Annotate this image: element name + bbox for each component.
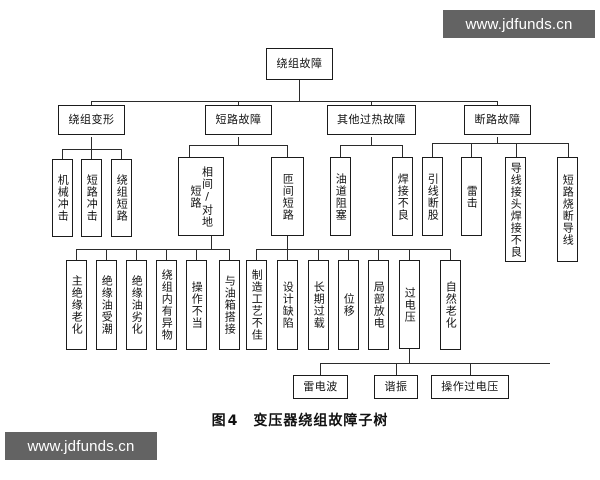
node-poor-joint-welding[interactable]: 导线接头焊接不良 (505, 157, 526, 262)
connector-gdy-drop-1 (320, 363, 321, 375)
connector-dlgz2-drop-3 (516, 143, 517, 157)
connector-xjdd-drop-1 (76, 249, 77, 260)
node-open-circuit-fault[interactable]: 断路故障 (464, 105, 531, 135)
node-switching-overvoltage[interactable]: 操作过电压 (431, 375, 509, 399)
node-insulating-oil-damp[interactable]: 绝缘油受潮 (96, 260, 117, 350)
node-design-defect[interactable]: 设计缺陷 (277, 260, 298, 350)
connector-zjdl-drop-1 (256, 249, 257, 260)
connector-zjdl-drop-4 (348, 249, 349, 260)
connector-rdbx-drop-3 (121, 149, 122, 159)
node-overvoltage[interactable]: 过电压 (399, 260, 420, 349)
connector-gdy-stem (409, 349, 410, 363)
connector-qtgr-drop-1 (340, 145, 341, 157)
connector-dlgz2-drop-4 (568, 143, 569, 157)
connector-root-stem (299, 80, 300, 101)
watermark-bottom: www.jdfunds.cn (5, 432, 157, 460)
connector-xjdd-drop-2 (106, 249, 107, 260)
connector-rdbx-drop-1 (62, 149, 63, 159)
connector-dlgz2-stem (497, 137, 498, 143)
node-poor-welding[interactable]: 焊接不良 (392, 157, 413, 236)
node-oil-duct-blockage[interactable]: 油道阻塞 (330, 157, 351, 236)
connector-dlgz2-bus (432, 143, 568, 144)
connector-xjdd-bus (76, 249, 229, 250)
connector-zjdl-drop-2 (287, 249, 288, 260)
figure-caption-number: 图4 (211, 413, 240, 429)
connector-gdy-drop-3 (470, 363, 471, 375)
connector-xjdd-drop-4 (166, 249, 167, 260)
connector-zjdl-drop-3 (318, 249, 319, 260)
connector-xjdd-drop-3 (136, 249, 137, 260)
connector-gdy-drop-2 (396, 363, 397, 375)
connector-xjdd-stem (211, 236, 212, 249)
node-resonance[interactable]: 谐振 (374, 375, 418, 399)
connector-dlgz2-drop-1 (432, 143, 433, 157)
node-winding-short-circuit[interactable]: 绕组短路 (111, 159, 132, 237)
connector-level2-bus (91, 101, 498, 102)
watermark-top: www.jdfunds.cn (443, 10, 595, 38)
node-phase-to-ground-short[interactable]: 相间/对地短路 (178, 157, 224, 236)
node-poor-manufacturing-process[interactable]: 制造工艺不佳 (246, 260, 267, 350)
figure-caption: 图4 变压器绕组故障子树 (0, 410, 600, 430)
node-lead-strand-break[interactable]: 引线断股 (422, 157, 443, 236)
node-short-circuit-fault[interactable]: 短路故障 (205, 105, 272, 135)
connector-gdy-bus (320, 363, 550, 364)
connector-xjdd-drop-6 (229, 249, 230, 260)
node-lightning-wave[interactable]: 雷电波 (293, 375, 348, 399)
connector-zjdl-drop-7 (450, 249, 451, 260)
connector-dlgz-bus (189, 145, 287, 146)
node-other-overheat-fault[interactable]: 其他过热故障 (327, 105, 416, 135)
node-root-winding-fault[interactable]: 绕组故障 (266, 48, 333, 80)
node-short-circuit-burnt-wire[interactable]: 短路烧断导线 (557, 157, 578, 262)
connector-qtgr-bus (340, 145, 402, 146)
connector-rdbx-drop-2 (91, 149, 92, 159)
connector-qtgr-drop-2 (402, 145, 403, 157)
connector-zjdl-drop-6 (409, 249, 410, 260)
connector-zjdl-bus (256, 249, 450, 250)
node-lightning-strike[interactable]: 雷击 (461, 157, 482, 236)
connector-dlgz-drop-2 (287, 145, 288, 157)
connector-zjdl-stem (287, 236, 288, 249)
connector-dlgz-stem (238, 137, 239, 145)
node-winding-deformation[interactable]: 绕组变形 (58, 105, 125, 135)
node-turn-to-turn-short[interactable]: 匝间短路 (271, 157, 304, 236)
node-natural-aging[interactable]: 自然老化 (440, 260, 461, 350)
node-improper-operation[interactable]: 操作不当 (186, 260, 207, 350)
node-long-term-overload[interactable]: 长期过载 (308, 260, 329, 350)
node-partial-discharge[interactable]: 局部放电 (368, 260, 389, 350)
node-displacement[interactable]: 位移 (338, 260, 359, 350)
node-insulating-oil-deterioration[interactable]: 绝缘油劣化 (126, 260, 147, 350)
connector-xjdd-drop-5 (196, 249, 197, 260)
node-main-insulation-aging[interactable]: 主绝缘老化 (66, 260, 87, 350)
connector-rdbx-stem (91, 137, 92, 149)
node-foreign-matter-in-winding[interactable]: 绕组内有异物 (156, 260, 177, 350)
connector-zjdl-drop-5 (378, 249, 379, 260)
node-mechanical-impact[interactable]: 机械冲击 (52, 159, 73, 237)
figure-caption-title: 变压器绕组故障子树 (253, 413, 389, 429)
node-short-circuit-impact[interactable]: 短路冲击 (81, 159, 102, 237)
node-contact-with-tank[interactable]: 与油箱搭接 (219, 260, 240, 350)
connector-qtgr-stem (371, 137, 372, 145)
connector-dlgz-drop-1 (189, 145, 190, 157)
connector-dlgz2-drop-2 (471, 143, 472, 157)
